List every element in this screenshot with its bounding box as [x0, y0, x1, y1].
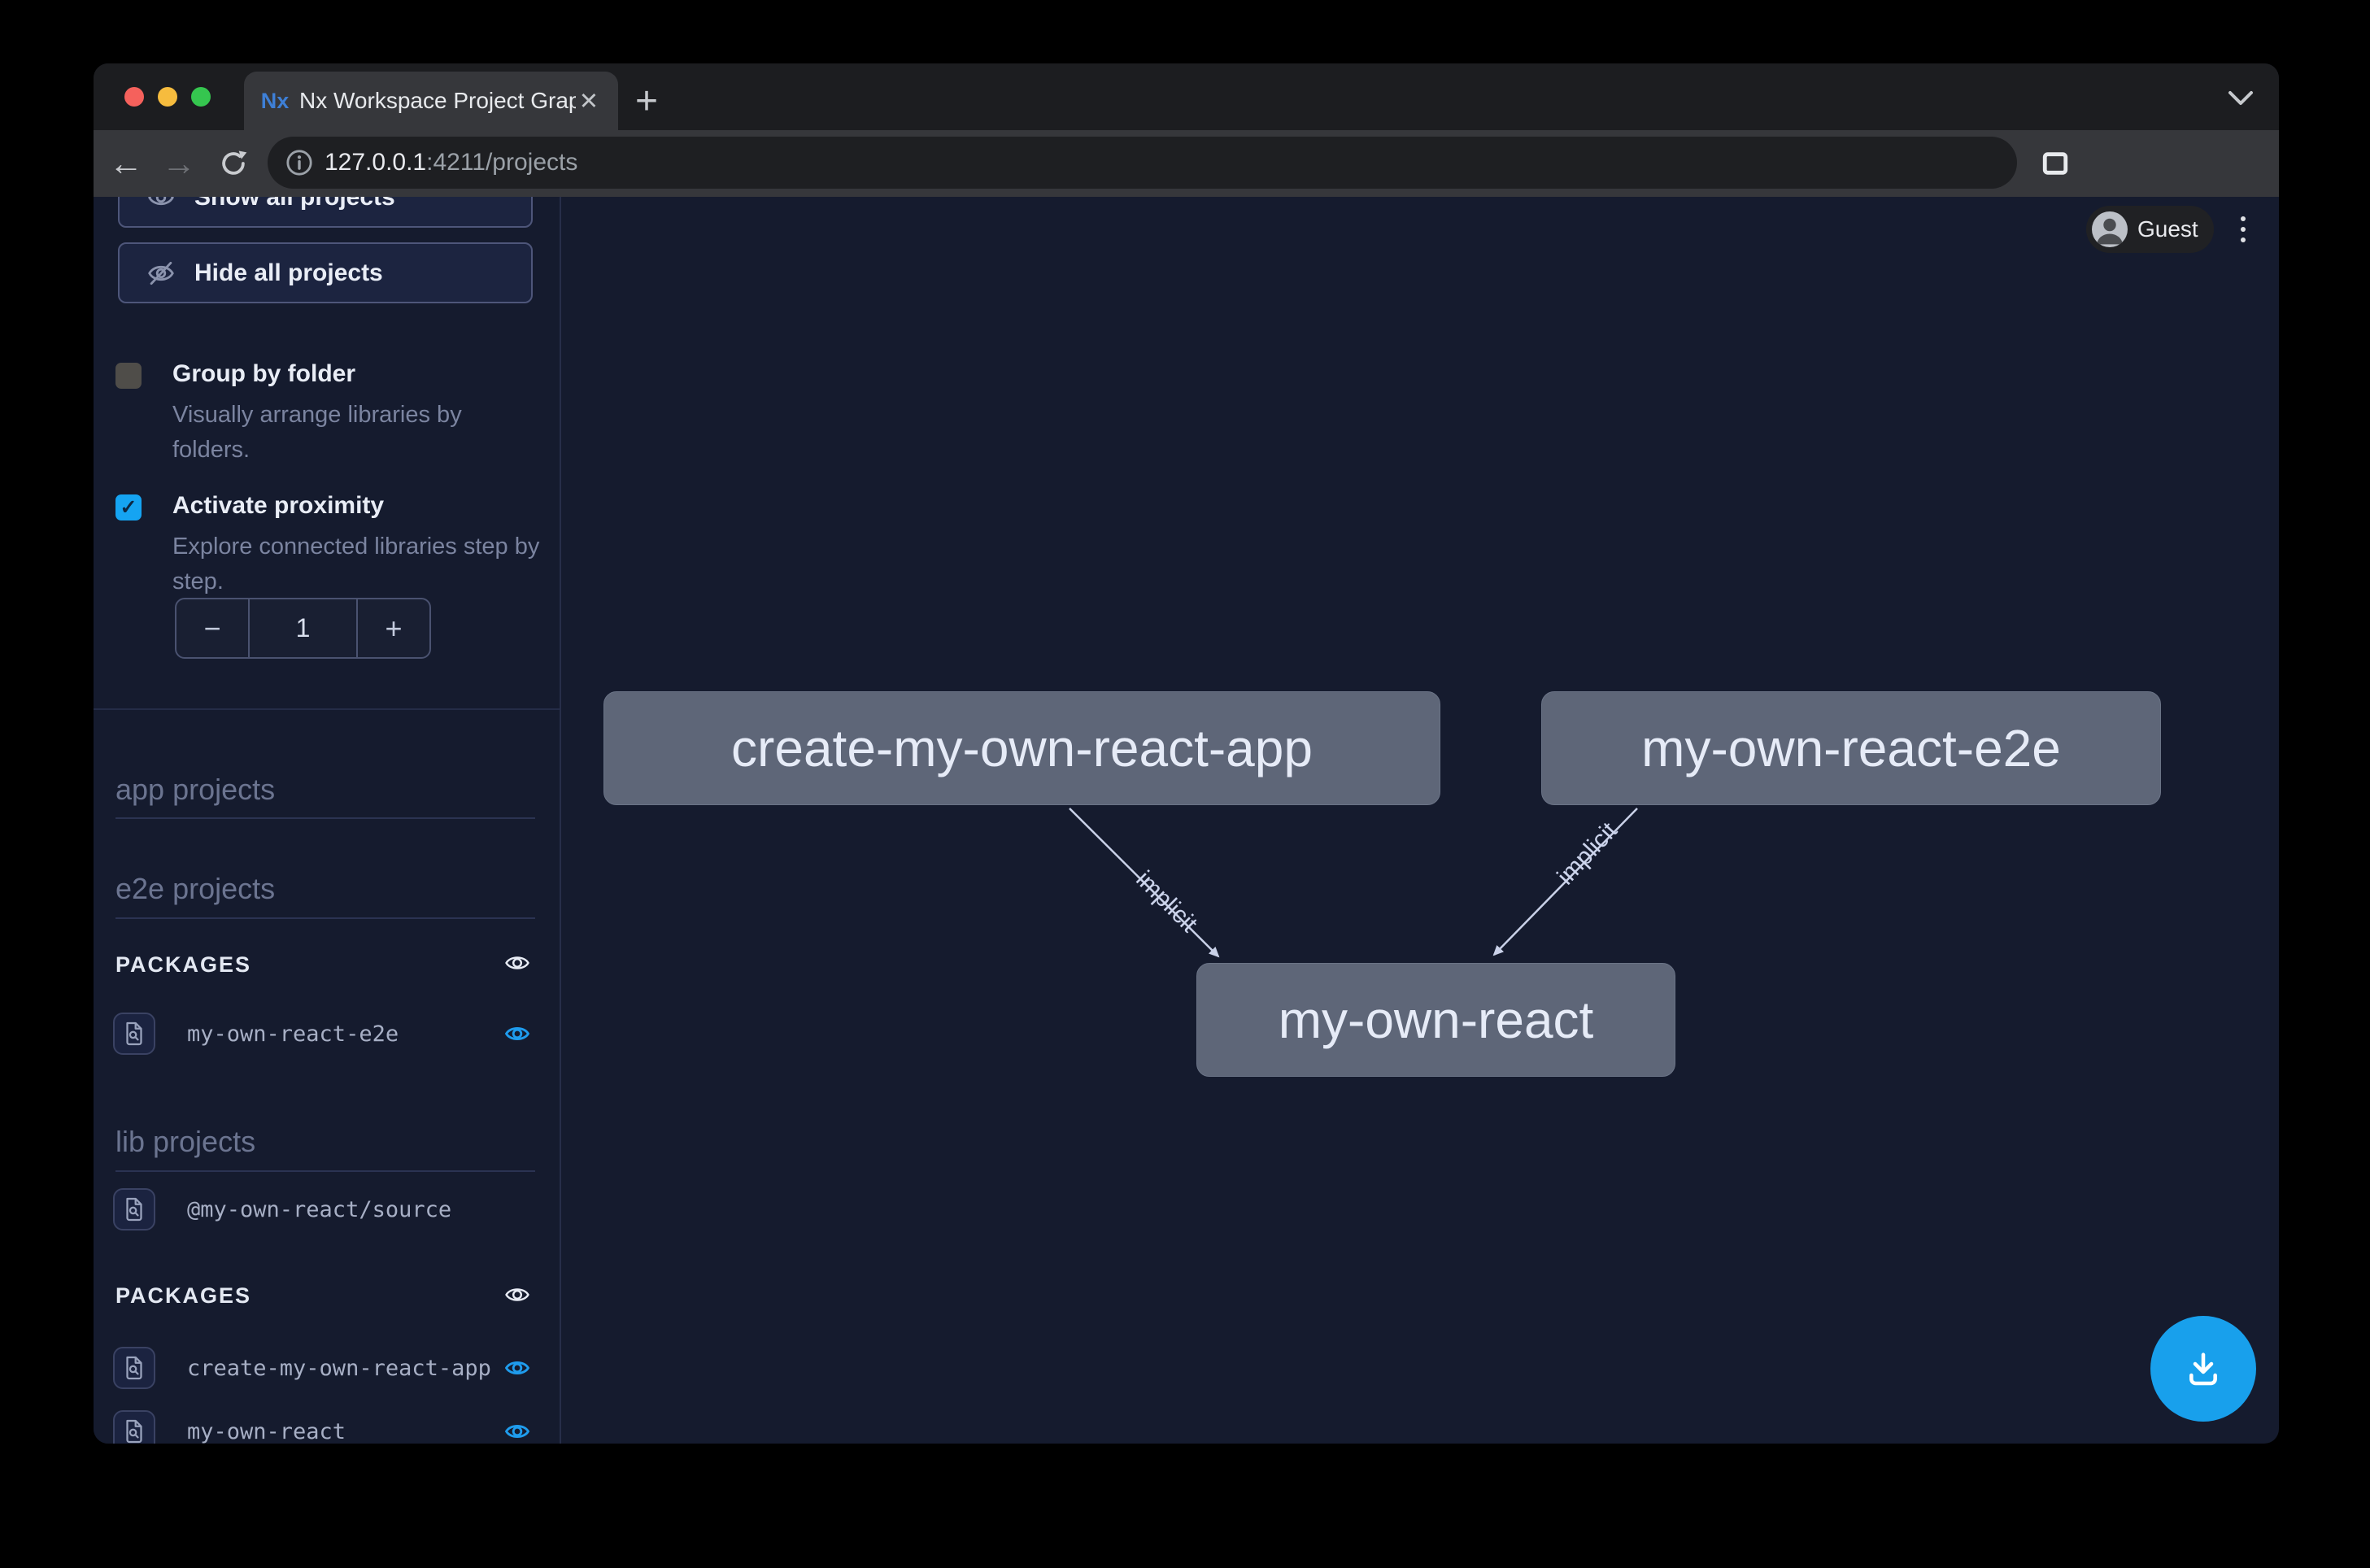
focus-project-file-search-icon[interactable] — [113, 1410, 155, 1444]
toggle-packages-visibility-eye-icon[interactable] — [498, 948, 537, 978]
project-row-my-own-react: my-own-react — [94, 1409, 560, 1444]
graph-edges — [1069, 808, 1638, 958]
close-window-button[interactable] — [124, 87, 144, 107]
hide-all-projects-button[interactable]: Hide all projects — [118, 242, 533, 303]
focus-project-file-search-icon[interactable] — [113, 1347, 155, 1389]
project-name[interactable]: my-own-react-e2e — [187, 1021, 399, 1047]
back-button[interactable]: ← — [109, 144, 143, 182]
minimize-window-button[interactable] — [158, 87, 177, 107]
increment-button[interactable]: + — [385, 611, 403, 645]
proximity-depth-stepper: − 1 + — [175, 598, 431, 659]
project-graph-canvas[interactable]: implicit implicit create-my-own-react-ap… — [563, 197, 2279, 1444]
project-row-create-my-own-react-app: create-my-own-react-app — [94, 1345, 560, 1391]
decrement-button[interactable]: − — [203, 611, 221, 645]
browser-menu-kebab-icon[interactable] — [2231, 208, 2255, 250]
maximize-window-button[interactable] — [191, 87, 211, 107]
project-row-my-own-react-e2e: my-own-react-e2e — [94, 1011, 560, 1056]
new-tab-button[interactable]: + — [634, 79, 659, 123]
url-path: :4211/projects — [426, 149, 578, 176]
e2e-projects-heading: e2e projects — [115, 872, 276, 905]
lib-projects-heading: lib projects — [115, 1125, 256, 1158]
avatar-icon — [2092, 211, 2128, 247]
side-panel-icon[interactable] — [2039, 147, 2072, 180]
show-all-projects-label: Show all projects — [194, 197, 395, 211]
page-content: Show all projects Hide all projects Grou… — [94, 197, 2279, 1444]
lib-projects-divider — [115, 1170, 535, 1172]
toggle-project-visibility-eye-icon[interactable] — [498, 1417, 537, 1444]
eye-off-icon — [146, 258, 176, 289]
profile-label: Guest — [2137, 216, 2198, 242]
app-projects-heading: app projects — [115, 773, 276, 806]
browser-window: Nx Nx Workspace Project Graph ✕ + ← → — [94, 63, 2279, 1444]
address-bar[interactable]: 127.0.0.1:4211/projects — [268, 137, 2017, 189]
graph-node-create-my-own-react-app[interactable]: create-my-own-react-app — [603, 691, 1440, 805]
focus-project-file-search-icon[interactable] — [113, 1188, 155, 1230]
project-row-my-own-react-source: @my-own-react/source — [94, 1187, 560, 1232]
url-text: 127.0.0.1:4211/projects — [325, 149, 577, 176]
hide-all-projects-label: Hide all projects — [194, 259, 383, 286]
tab-search-chevron-down-icon[interactable] — [2223, 85, 2259, 112]
project-name[interactable]: create-my-own-react-app — [187, 1355, 491, 1381]
reload-button[interactable] — [211, 130, 256, 197]
packages-heading-lib: PACKAGES — [115, 1283, 252, 1308]
tab-strip: Nx Nx Workspace Project Graph ✕ + — [94, 63, 2279, 130]
app-projects-divider — [115, 817, 535, 819]
activate-proximity-checkbox[interactable]: ✓ — [115, 494, 142, 520]
nx-favicon-icon: Nx — [260, 88, 290, 113]
download-icon — [2177, 1343, 2229, 1395]
tab-nx-workspace-project-graph[interactable]: Nx Nx Workspace Project Graph ✕ — [244, 72, 618, 130]
site-info-icon[interactable] — [285, 149, 313, 176]
toggle-project-visibility-eye-icon[interactable] — [498, 1019, 537, 1048]
tab-close-icon[interactable]: ✕ — [578, 88, 599, 115]
packages-heading-e2e: PACKAGES — [115, 952, 252, 977]
focus-project-file-search-icon[interactable] — [113, 1013, 155, 1055]
eye-icon — [146, 197, 176, 213]
group-by-folder-checkbox[interactable] — [115, 363, 142, 389]
e2e-projects-divider — [115, 917, 535, 919]
project-sidebar: Show all projects Hide all projects Grou… — [94, 197, 561, 1444]
browser-toolbar: ← → 127.0.0.1:4211/projects — [94, 130, 2279, 253]
url-host: 127.0.0.1 — [325, 149, 427, 176]
profile-button[interactable]: Guest — [2086, 206, 2214, 253]
show-all-projects-button[interactable]: Show all projects — [118, 197, 533, 228]
forward-button[interactable]: → — [162, 144, 196, 182]
project-name[interactable]: @my-own-react/source — [187, 1196, 452, 1222]
activate-proximity-label: Activate proximity — [172, 492, 385, 519]
toggle-project-visibility-eye-icon[interactable] — [498, 1353, 537, 1383]
graph-node-my-own-react[interactable]: my-own-react — [1196, 963, 1675, 1077]
download-graph-button[interactable] — [2150, 1316, 2256, 1422]
group-by-folder-label: Group by folder — [172, 360, 355, 387]
edge-create-app-to-my-own-react[interactable] — [1069, 808, 1220, 958]
project-name[interactable]: my-own-react — [187, 1418, 346, 1444]
toggle-packages-visibility-eye-icon[interactable] — [498, 1280, 537, 1309]
tab-title: Nx Workspace Project Graph — [299, 88, 576, 113]
graph-node-my-own-react-e2e[interactable]: my-own-react-e2e — [1541, 691, 2161, 805]
depth-value[interactable]: 1 — [248, 599, 358, 657]
sidebar-divider — [94, 708, 560, 710]
edge-e2e-to-my-own-react[interactable] — [1492, 808, 1638, 956]
